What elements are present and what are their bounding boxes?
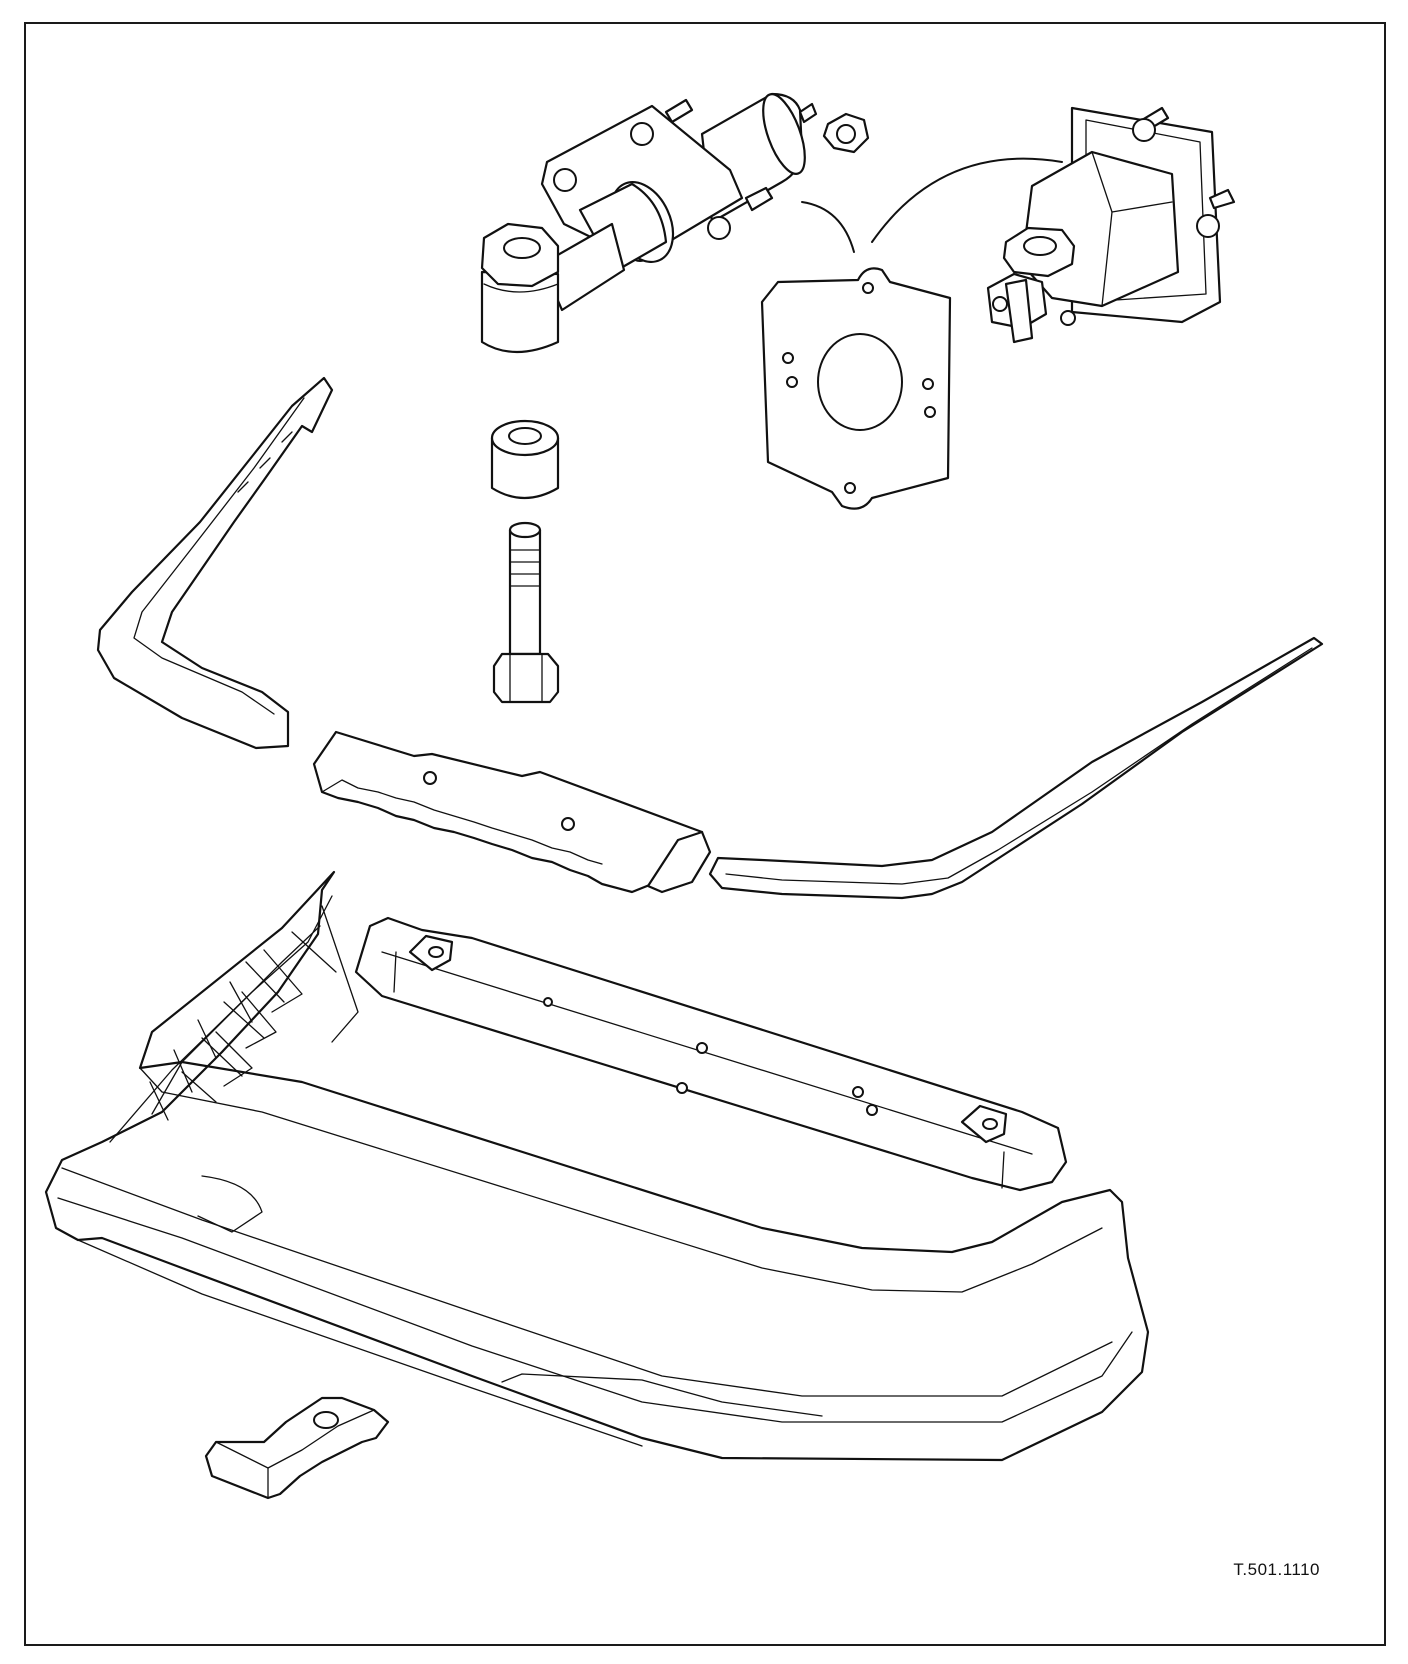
assembly-line	[802, 202, 854, 252]
inner-ribs	[150, 906, 358, 1120]
bumper-beam	[356, 918, 1066, 1190]
figure-reference-code: T.501.1110	[1233, 1560, 1320, 1579]
right-cover-strip	[710, 638, 1322, 898]
bumper-assembly-exploded-view	[26, 24, 1388, 1648]
shock-absorber-right	[988, 108, 1234, 342]
nut	[824, 114, 868, 152]
spacer-bush	[492, 421, 558, 498]
bolt	[494, 523, 558, 702]
assembly-line	[872, 159, 1062, 242]
mounting-bracket	[206, 1398, 388, 1498]
centre-reinforcement	[314, 732, 710, 892]
bumper-cover	[46, 872, 1148, 1460]
left-cover-strip	[98, 378, 332, 748]
diagram-frame: T.501.1110	[24, 22, 1386, 1646]
shock-absorber	[482, 89, 816, 352]
gasket-plate	[762, 268, 950, 508]
